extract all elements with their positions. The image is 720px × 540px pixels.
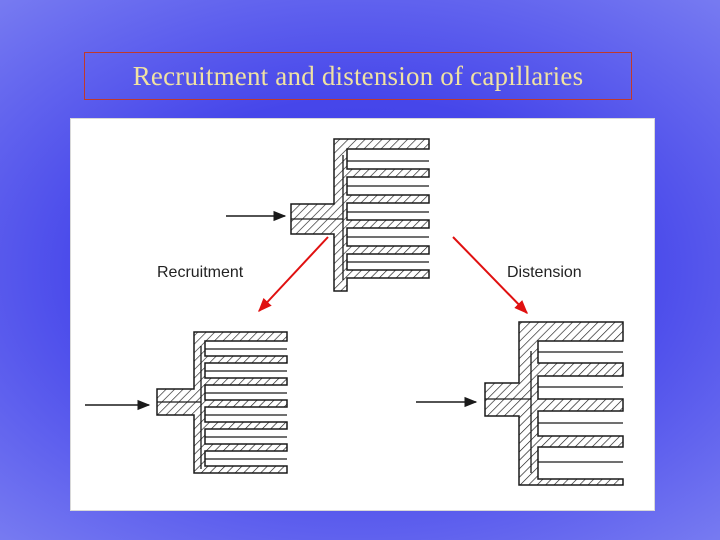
- distension-capillary-network: [416, 322, 623, 485]
- recruitment-arrow: [259, 237, 328, 311]
- distension-label: Distension: [507, 264, 582, 281]
- figure-panel: Recruitment Distension: [70, 118, 655, 511]
- recruitment-label: Recruitment: [157, 264, 244, 281]
- baseline-capillary-network: [226, 139, 429, 291]
- baseline-vessel-wall: [291, 139, 429, 291]
- slide-title-text: Recruitment and distension of capillarie…: [133, 61, 584, 92]
- recruitment-capillary-network: [85, 332, 287, 473]
- distension-vessel-wall: [485, 322, 623, 485]
- slide-title: Recruitment and distension of capillarie…: [84, 52, 632, 100]
- capillary-diagram: Recruitment Distension: [71, 119, 656, 512]
